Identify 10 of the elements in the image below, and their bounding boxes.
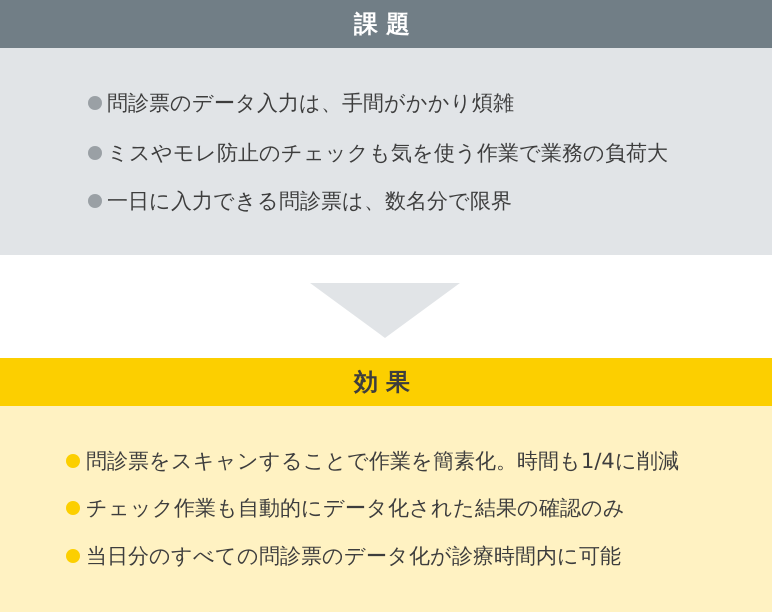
panel — [0, 0, 772, 255]
panel-heading: 効果 — [0, 358, 772, 406]
bullet-text: 一日に入力できる問診票は、数名分で限界 — [107, 188, 512, 215]
bullet-text: チェック作業も自動的にデータ化された結果の確認のみ — [86, 495, 625, 522]
bullet-text: 問診票のデータ入力は、手間がかかり煩雑 — [107, 90, 514, 117]
panel — [0, 358, 772, 612]
bullet-text: ミスやモレ防止のチェックも気を使う作業で業務の負荷大 — [107, 140, 668, 167]
bullet-text: 問診票をスキャンすることで作業を簡素化。時間も1/4に削減 — [86, 448, 679, 475]
panel-heading: 課題 — [0, 0, 772, 48]
bullet-text: 当日分のすべての問診票のデータ化が診療時間内に可能 — [86, 543, 621, 570]
